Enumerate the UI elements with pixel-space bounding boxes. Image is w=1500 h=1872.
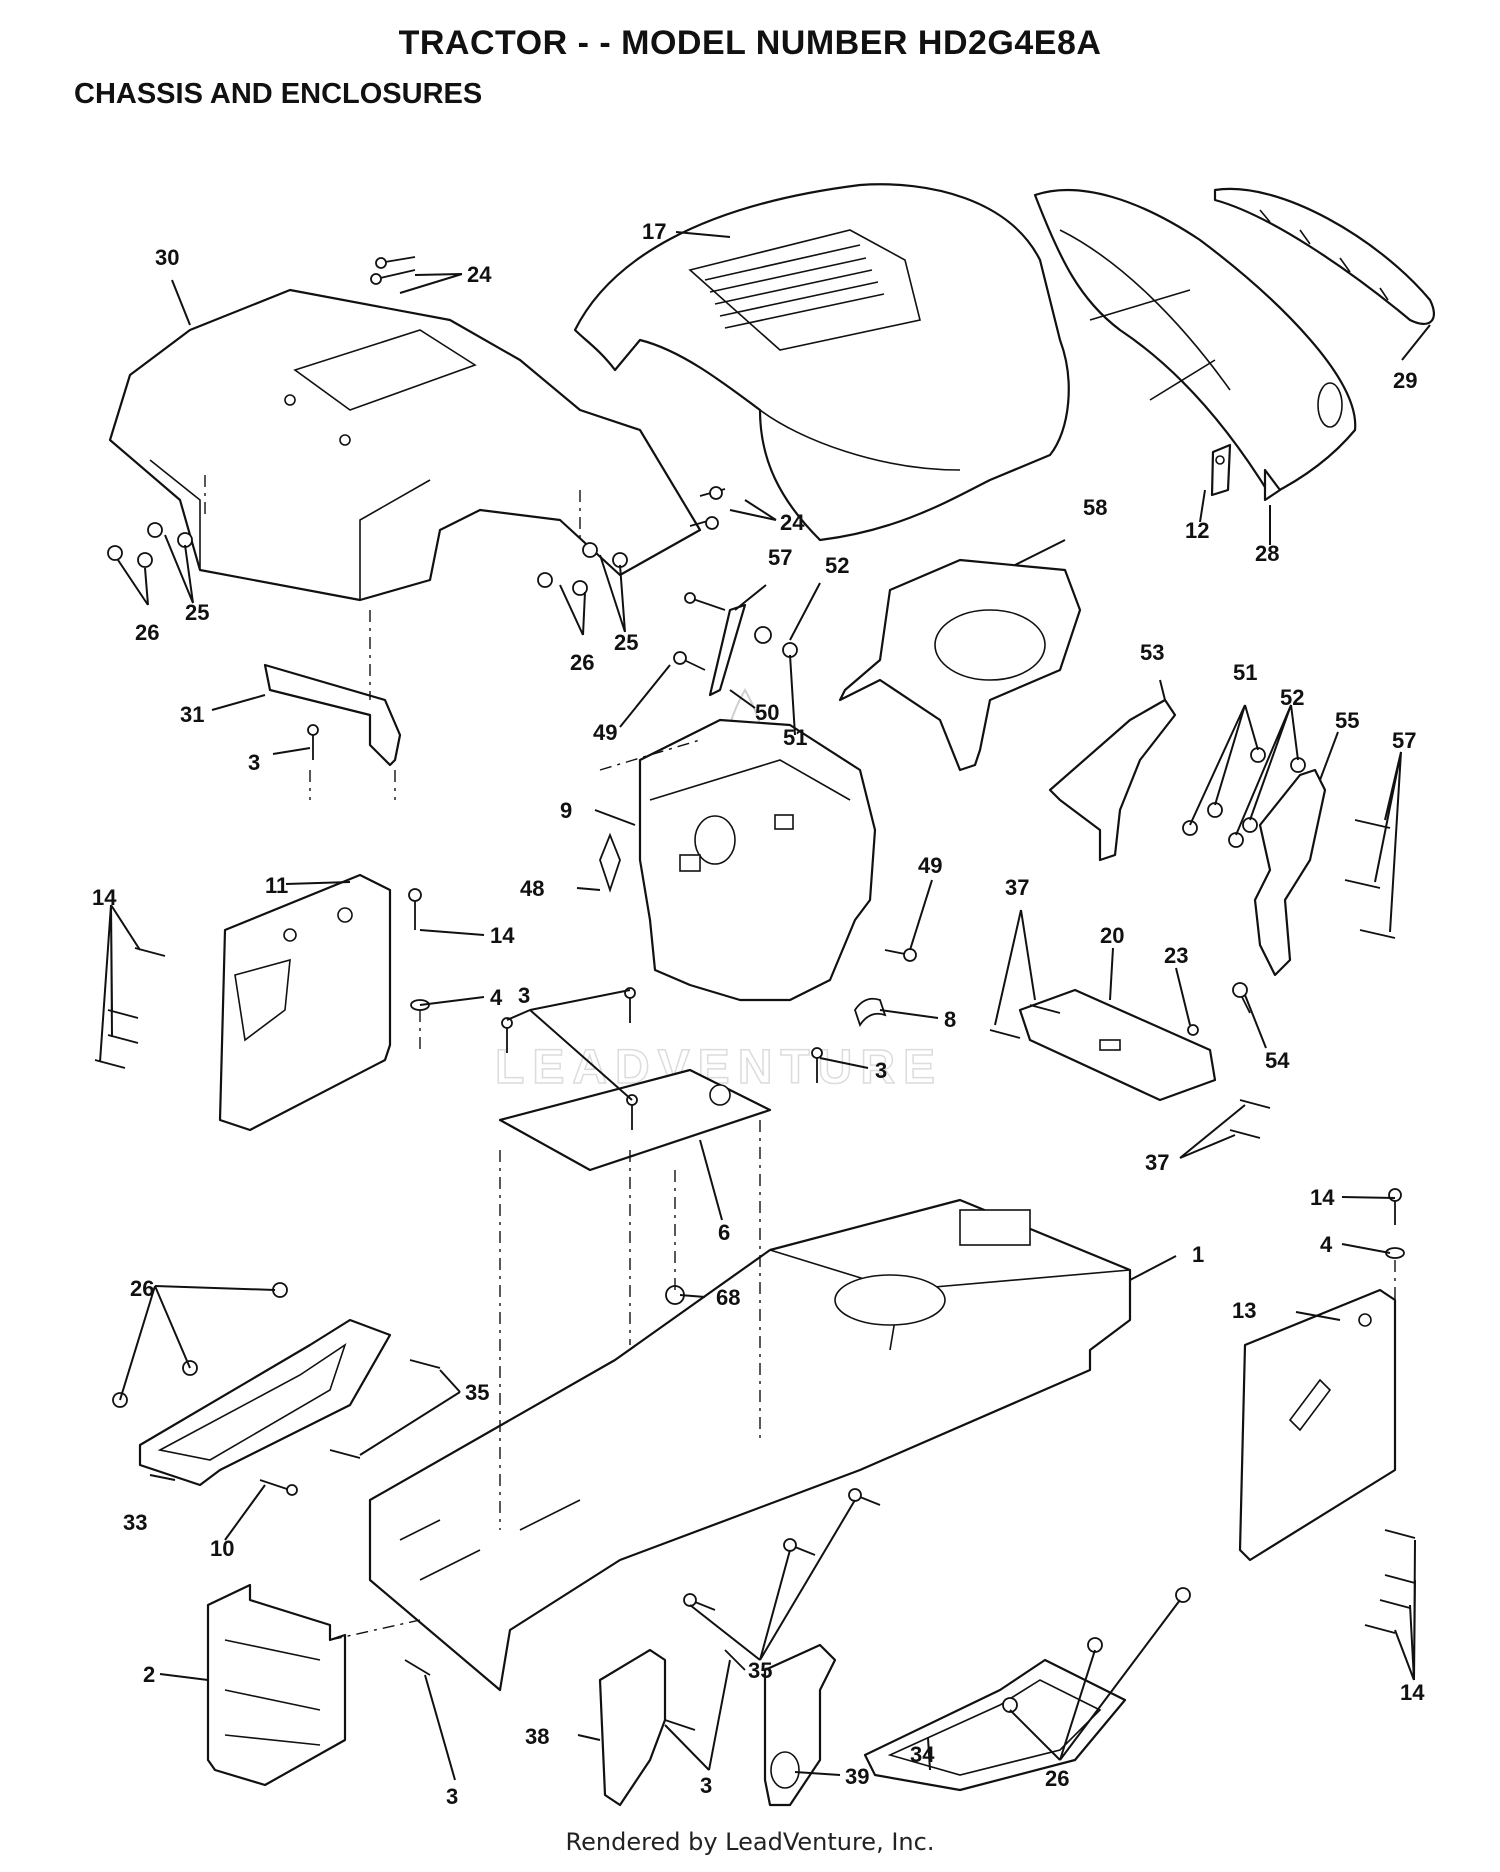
callout-14: 14 bbox=[1400, 1680, 1425, 1705]
page-title: TRACTOR - - MODEL NUMBER HD2G4E8A bbox=[398, 24, 1102, 62]
callout-20: 20 bbox=[1100, 923, 1124, 948]
callout-48: 48 bbox=[520, 876, 544, 901]
callout-12: 12 bbox=[1185, 518, 1209, 543]
callout-2: 2 bbox=[143, 1662, 155, 1687]
callout-31: 31 bbox=[180, 702, 204, 727]
callout-14: 14 bbox=[1310, 1185, 1335, 1210]
callout-58: 58 bbox=[1083, 495, 1107, 520]
part-20-plate bbox=[1018, 988, 1217, 1102]
callout-39: 39 bbox=[845, 1764, 869, 1789]
callout-49: 49 bbox=[593, 720, 617, 745]
part-2-plate bbox=[206, 1583, 347, 1787]
callout-14: 14 bbox=[490, 923, 515, 948]
callout-17: 17 bbox=[642, 219, 666, 244]
callout-11: 11 bbox=[265, 873, 288, 898]
part-38-bracket bbox=[598, 1648, 667, 1807]
part-31-bracket bbox=[263, 663, 402, 767]
part-39-bracket bbox=[763, 1643, 837, 1807]
callout-25: 25 bbox=[185, 600, 209, 625]
part-12-bracket bbox=[1210, 443, 1232, 497]
callout-24: 24 bbox=[780, 510, 805, 535]
rendered-by-footer: Rendered by LeadVenture, Inc. bbox=[565, 1828, 935, 1856]
callout-49: 49 bbox=[918, 853, 942, 878]
callout-51: 51 bbox=[783, 725, 807, 750]
callout-37: 37 bbox=[1005, 875, 1029, 900]
callout-24: 24 bbox=[467, 262, 492, 287]
callout-26: 26 bbox=[135, 620, 159, 645]
callout-4: 4 bbox=[490, 985, 503, 1010]
callout-37: 37 bbox=[1145, 1150, 1169, 1175]
part-55-bracket bbox=[1253, 768, 1327, 977]
callout-6: 6 bbox=[718, 1220, 730, 1245]
part-13-side-panel bbox=[1238, 1288, 1397, 1562]
callout-51: 51 bbox=[1233, 660, 1257, 685]
leader-lines bbox=[99, 231, 1431, 1781]
part-30-fender bbox=[108, 288, 702, 602]
part-50-strap bbox=[708, 603, 747, 697]
part-58-tray bbox=[838, 558, 1082, 772]
callout-57: 57 bbox=[1392, 728, 1416, 753]
assembly-centerlines bbox=[204, 475, 1396, 1641]
callout-23: 23 bbox=[1164, 943, 1188, 968]
callout-9: 9 bbox=[560, 798, 572, 823]
callout-1: 1 bbox=[1192, 1242, 1204, 1267]
callout-52: 52 bbox=[825, 553, 849, 578]
callout-4: 4 bbox=[1320, 1232, 1333, 1257]
callout-53: 53 bbox=[1140, 640, 1164, 665]
callout-10: 10 bbox=[210, 1536, 234, 1561]
callout-3: 3 bbox=[875, 1058, 887, 1083]
callout-35: 35 bbox=[748, 1658, 772, 1683]
callout-8: 8 bbox=[944, 1007, 956, 1032]
callout-26: 26 bbox=[130, 1276, 154, 1301]
callout-13: 13 bbox=[1232, 1298, 1256, 1323]
callout-26: 26 bbox=[1045, 1766, 1069, 1791]
part-33-footrest bbox=[138, 1318, 392, 1487]
part-53-bracket bbox=[1048, 698, 1177, 862]
callout-14: 14 bbox=[92, 885, 117, 910]
callout-30: 30 bbox=[155, 245, 179, 270]
callout-3: 3 bbox=[518, 983, 530, 1008]
section-subtitle: CHASSIS AND ENCLOSURES bbox=[74, 78, 483, 110]
part-9-dash-panel bbox=[638, 718, 877, 1002]
callout-25: 25 bbox=[614, 630, 638, 655]
callout-50: 50 bbox=[755, 700, 779, 725]
callout-54: 54 bbox=[1265, 1048, 1290, 1073]
callout-57: 57 bbox=[768, 545, 792, 570]
callout-labels: 17 30 24 29 12 28 24 26 25 26 25 57 52 5… bbox=[92, 219, 1425, 1809]
callout-3: 3 bbox=[700, 1773, 712, 1798]
callout-35: 35 bbox=[465, 1380, 489, 1405]
callout-34: 34 bbox=[910, 1742, 935, 1767]
callout-52: 52 bbox=[1280, 685, 1304, 710]
callout-68: 68 bbox=[716, 1285, 740, 1310]
callout-26: 26 bbox=[570, 650, 594, 675]
part-6-plate bbox=[498, 1068, 772, 1172]
part-17-hood bbox=[573, 183, 1070, 542]
callout-28: 28 bbox=[1255, 541, 1279, 566]
part-1-frame bbox=[368, 1198, 1132, 1692]
callout-3: 3 bbox=[446, 1784, 458, 1809]
hardware-fasteners bbox=[94, 256, 1416, 1731]
part-29-grille bbox=[1213, 187, 1435, 325]
callout-55: 55 bbox=[1335, 708, 1359, 733]
callout-3: 3 bbox=[248, 750, 260, 775]
callout-38: 38 bbox=[525, 1724, 549, 1749]
callout-29: 29 bbox=[1393, 368, 1417, 393]
part-28-grille-frame bbox=[1033, 188, 1357, 502]
part-11-side-panel bbox=[218, 873, 392, 1132]
callout-33: 33 bbox=[123, 1510, 147, 1535]
